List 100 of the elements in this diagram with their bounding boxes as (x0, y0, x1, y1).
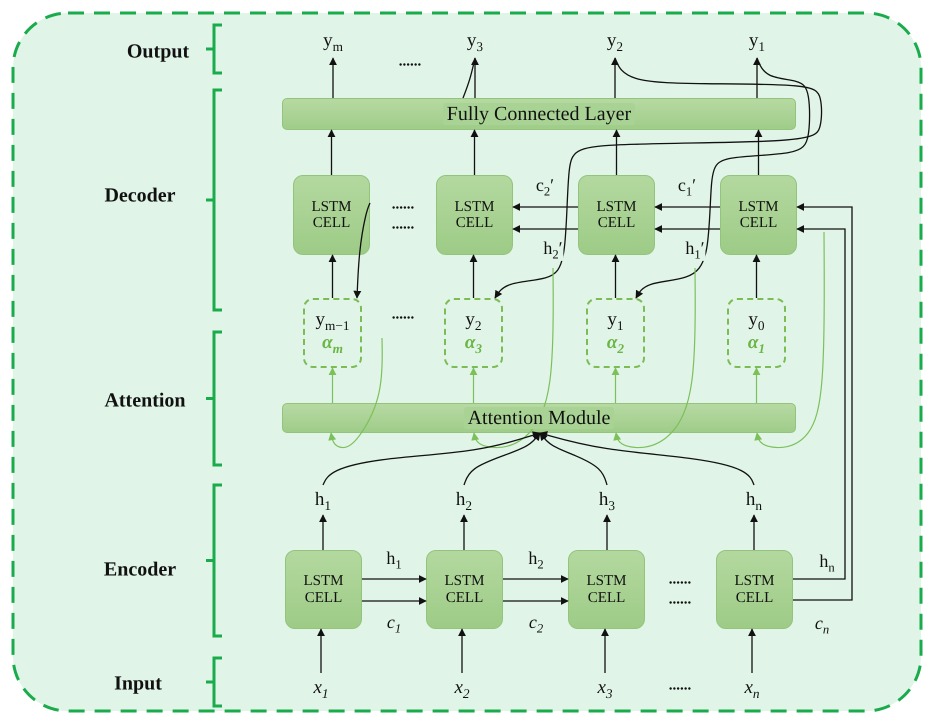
arrow (793, 225, 846, 580)
section-label: Attention (104, 390, 186, 412)
ellipsis: ...... (392, 196, 414, 214)
cell-label: LSTM CELL (595, 198, 638, 232)
arrow (752, 367, 760, 403)
variable-label: x$_{2}$ (442, 673, 482, 703)
arrow (328, 129, 336, 175)
cell-label: LSTM CELL (302, 573, 344, 606)
attention-weight: α$_{1}$ (748, 333, 766, 356)
section-label: Encoder (104, 558, 176, 582)
arrow (611, 57, 619, 98)
arrow (471, 268, 554, 448)
ellipsis: ...... (392, 216, 414, 234)
arrow (752, 254, 760, 298)
arrow (793, 203, 853, 601)
ellipsis: ...... (668, 678, 692, 694)
lstm-cell-box (568, 550, 645, 629)
arrow (458, 628, 466, 673)
attention-weight: α$_{m}$ (322, 333, 343, 356)
lstm-cell-box (293, 175, 370, 255)
edge-label: h$_{2}$′ (542, 238, 564, 262)
attention-box (586, 298, 645, 368)
arrow (512, 203, 578, 211)
lstm-cell-box (285, 550, 362, 629)
cell-label: LSTM CELL (733, 573, 776, 606)
edge-label: h$_{1}$ (385, 548, 403, 572)
arrow (754, 129, 762, 175)
lstm-cell-box (720, 175, 797, 255)
arrow (754, 232, 825, 448)
variable-label: h$_{n}$ (734, 485, 774, 515)
variable-label: y$_{m}$ (308, 26, 358, 58)
arrow (503, 575, 569, 583)
arrow (612, 129, 620, 175)
arrow (613, 268, 696, 448)
arrow (470, 129, 478, 175)
layer-label: Fully Connected Layer (442, 103, 636, 125)
arrow (322, 431, 541, 486)
attention-box (303, 298, 362, 368)
variable-label: h$_{3}$ (587, 485, 627, 515)
variable-label: h$_{1}$ (303, 485, 343, 515)
attention-weight: α$_{3}$ (464, 333, 482, 356)
section-label: Output (126, 40, 190, 64)
cell-label: LSTM CELL (453, 198, 496, 232)
arrow (328, 367, 336, 403)
arrow (512, 225, 578, 233)
arrow (539, 432, 608, 486)
arrow (470, 254, 478, 298)
ellipsis: ...... (668, 572, 692, 588)
ellipsis: ...... (398, 54, 422, 70)
variable-label: x$_{n}$ (732, 673, 772, 703)
arrow (601, 628, 609, 673)
variable-label: y$_{m−1}$ (316, 310, 350, 333)
edge-label: h$_{n}$ (818, 552, 836, 574)
variable-label: y$_{1}$ (732, 26, 782, 58)
variable-label: y$_{2}$ (465, 310, 482, 333)
arrow (463, 432, 541, 486)
ellipsis: ...... (392, 306, 414, 324)
arrow (750, 514, 758, 550)
lstm-cell-box (426, 550, 503, 629)
attention-weight: α$_{2}$ (606, 333, 624, 356)
attention-box (444, 298, 503, 368)
section-label: Input (114, 672, 162, 696)
arrow (319, 514, 327, 550)
lstm-cell-box (716, 550, 793, 629)
arrow (753, 57, 761, 98)
arrow (362, 575, 427, 583)
variable-label: y$_{0}$ (748, 310, 765, 333)
lstm-cell-box (436, 175, 513, 255)
arrow (539, 431, 755, 486)
arrow (353, 202, 371, 299)
edge-label: h$_{2}$ (527, 548, 545, 572)
cell-label: LSTM CELL (585, 573, 628, 606)
ellipsis: ...... (668, 592, 692, 608)
layer-label: Attention Module (464, 407, 614, 429)
variable-label: h$_{2}$ (444, 485, 484, 515)
arrow (317, 628, 325, 673)
variable-label: y$_{1}$ (607, 310, 624, 333)
variable-label: y$_{2}$ (590, 26, 640, 58)
arrow (748, 628, 756, 673)
arrow (362, 597, 427, 605)
layer-bar (282, 98, 796, 130)
layer-bar (282, 403, 796, 433)
cell-label: LSTM CELL (310, 198, 352, 232)
arrow (654, 225, 720, 233)
arrow (503, 597, 569, 605)
arrow (460, 514, 468, 550)
attention-box (727, 298, 786, 368)
variable-label: x$_{3}$ (585, 673, 625, 703)
arrow (635, 58, 810, 299)
arrow (328, 254, 336, 298)
cell-label: LSTM CELL (737, 198, 780, 232)
arrow (654, 203, 720, 211)
arrow (603, 514, 611, 550)
variable-label: x$_{1}$ (301, 673, 341, 703)
cell-label: LSTM CELL (443, 573, 486, 606)
variable-label: y$_{3}$ (450, 26, 500, 58)
arrow (328, 338, 383, 448)
arrow (612, 367, 620, 403)
arrow (494, 58, 822, 299)
section-label: Decoder (104, 184, 176, 208)
